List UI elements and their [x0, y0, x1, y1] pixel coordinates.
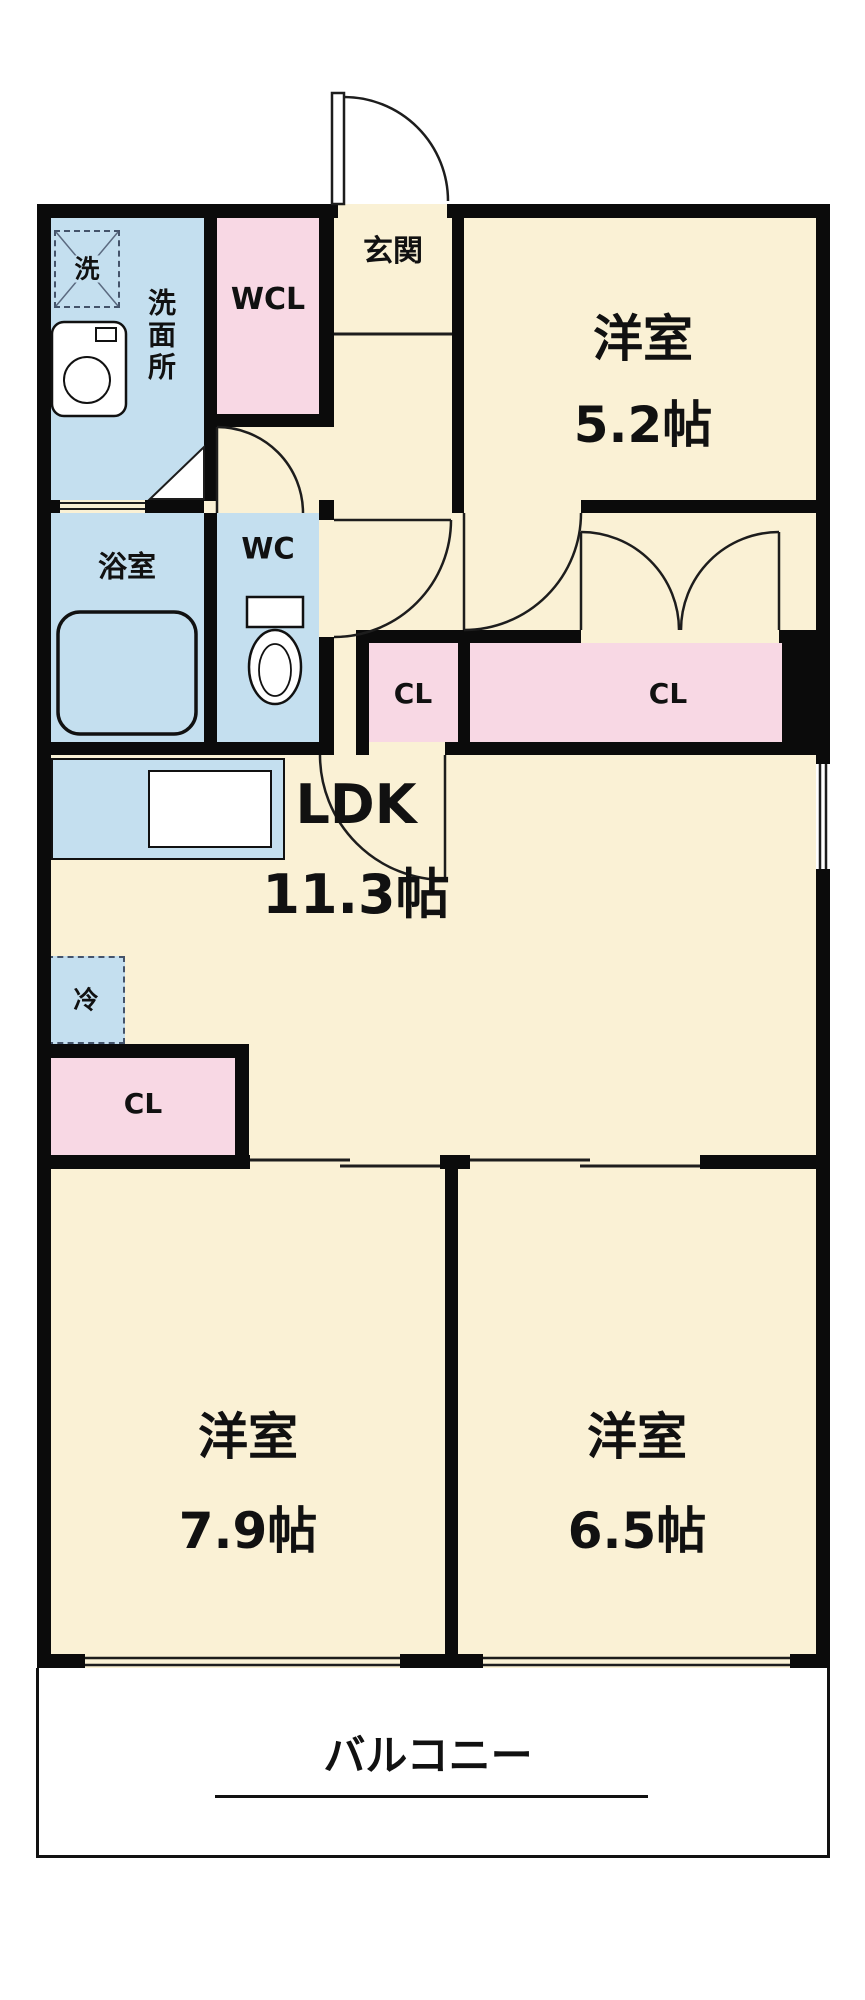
wall-segment — [816, 204, 830, 764]
wall-segment — [319, 500, 334, 520]
closet-ldk-label: CL — [123, 1087, 163, 1120]
wc-label: WC — [241, 531, 295, 566]
wall-segment — [37, 204, 338, 218]
ldk-label: LDK 11.3帖 — [262, 760, 449, 940]
west79-label: 洋室 7.9帖 — [179, 1390, 318, 1578]
west79-size: 7.9帖 — [178, 1502, 318, 1560]
fridge-label: 冷 — [73, 985, 99, 1015]
wall-segment — [37, 204, 51, 1668]
wall-segment — [356, 630, 369, 755]
west52-label: 洋室 5.2帖 — [574, 296, 713, 468]
wall-segment — [458, 643, 470, 742]
wall-segment — [37, 1155, 250, 1169]
washer-label: 洗 — [72, 254, 102, 284]
wall-segment — [816, 869, 830, 1668]
wall-segment — [445, 742, 830, 755]
west65-size: 6.5帖 — [567, 1502, 707, 1560]
refrigerator-space — [47, 956, 125, 1044]
wall-segment — [204, 414, 334, 427]
wall-segment — [204, 204, 217, 501]
room-wcl — [217, 218, 319, 414]
west52-size: 5.2帖 — [573, 396, 713, 454]
wall-segment — [447, 204, 830, 218]
wcl-label: WCL — [230, 282, 306, 317]
closet-hall-right — [470, 643, 782, 742]
wall-segment — [452, 204, 464, 513]
west65-name: 洋室 — [586, 1408, 687, 1466]
wall-segment — [700, 1155, 830, 1169]
west52-name: 洋室 — [592, 310, 693, 368]
wall-segment — [581, 500, 830, 513]
wall-segment — [235, 1044, 249, 1169]
ldk-name: LDK — [295, 773, 417, 836]
room-bath — [51, 513, 204, 742]
wall-segment — [782, 630, 830, 755]
wall-segment — [319, 204, 334, 427]
washroom-label: 洗面所 — [144, 288, 177, 384]
wall-segment — [319, 637, 334, 755]
closet-hall-right-label: CL — [648, 677, 688, 710]
wall-segment — [145, 500, 204, 513]
closet-hall-left-label: CL — [393, 677, 433, 710]
wall-segment — [440, 1155, 470, 1169]
closet-hall-left — [369, 643, 458, 742]
wall-segment — [37, 1654, 85, 1668]
wall-segment — [204, 513, 217, 755]
closet-ldk — [51, 1058, 235, 1155]
west65-label: 洋室 6.5帖 — [568, 1390, 707, 1578]
entrance-door-swing — [330, 91, 450, 206]
wall-segment — [356, 630, 581, 643]
balcony — [36, 1668, 830, 1858]
ldk-size: 11.3帖 — [262, 863, 450, 926]
balcony-rail-line — [215, 1795, 648, 1798]
bath-label: 浴室 — [97, 549, 157, 584]
genkan-label: 玄関 — [363, 234, 423, 269]
wall-segment — [790, 1654, 830, 1668]
kitchen-sink — [148, 770, 272, 848]
wall-segment — [37, 500, 60, 513]
wall-segment — [452, 500, 464, 513]
wall-segment — [37, 1044, 249, 1058]
west79-name: 洋室 — [197, 1408, 298, 1466]
balcony-label: バルコニー — [323, 1731, 533, 1780]
wall-segment — [445, 1169, 458, 1668]
wall-segment — [400, 1654, 483, 1668]
wall-segment — [37, 742, 320, 755]
